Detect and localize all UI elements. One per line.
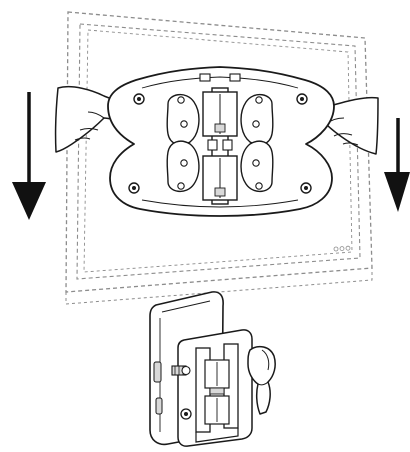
- slot-hole-icon: [177, 96, 263, 190]
- mounting-hole-icon: [128, 93, 312, 194]
- tv-indicator-icon: [333, 245, 351, 252]
- mounting-screw: [171, 365, 192, 420]
- down-arrow-left-icon: [12, 92, 46, 220]
- vesa-mounting-plate: [107, 66, 335, 217]
- down-arrow-right-icon: [384, 118, 410, 212]
- tv-frame: [65, 11, 373, 305]
- tilt-knob: [247, 345, 276, 415]
- wall-bracket: [149, 291, 276, 447]
